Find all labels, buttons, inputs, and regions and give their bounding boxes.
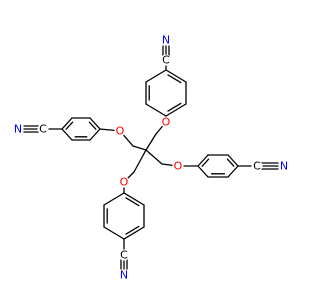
bond-r4-r5: [227, 165, 239, 178]
bond-b1-b2: [123, 192, 145, 206]
nitrile-carbon-bottom: C: [120, 249, 128, 262]
nitrile-carbon-left: C: [39, 123, 47, 136]
nitrile-carbon-right-mask: [251, 160, 263, 172]
bond-layer: [23, 45, 279, 270]
bond-r1-r2-inner: [201, 158, 210, 167]
nitrile-carbon-left-mask: [37, 123, 49, 135]
bond-b6-b1: [103, 192, 125, 206]
ether-oxygen-top: O: [162, 116, 171, 129]
bond-l3-l4-inner: [65, 121, 74, 130]
bond-r1-r2: [197, 154, 209, 167]
bond-b3-b4-inner: [125, 225, 140, 235]
bond-l6-l1: [89, 128, 101, 141]
bond-b1-b2-inner: [125, 197, 140, 207]
bond-t1-t2-inner: [167, 74, 182, 84]
nitrile-carbon-bottom-mask: [118, 249, 130, 261]
bond-b3-b4: [123, 226, 145, 240]
bond-t1-t2: [165, 69, 187, 83]
bond-l3-l4: [61, 117, 73, 130]
nitrile-nitrogen-top: N: [162, 34, 170, 47]
bond-l1-l2-inner: [88, 121, 97, 130]
nitrile-nitrogen-left: N: [14, 123, 22, 136]
bond-ch2_right-o_right: [161, 163, 173, 166]
atom-label-layer: N O N O O N O N C C C C: [14, 34, 288, 282]
nitrile-carbon-top-mask: [160, 54, 172, 66]
ether-oxygen-right: O: [174, 160, 183, 173]
bond-r3-r4: [227, 154, 239, 167]
ether-oxygen-left: O: [116, 125, 125, 138]
bond-cq-ch2_right: [145, 149, 163, 165]
bond-cq-ch2_left: [132, 145, 147, 151]
bond-t6-t1: [145, 69, 167, 83]
bond-o_left-l1: [99, 128, 115, 132]
ether-oxygen-bottom: O: [120, 176, 129, 189]
bond-t4-t5: [145, 103, 167, 117]
bond-ch2_left-o_left: [123, 134, 134, 147]
bond-ch2_top-cq: [145, 133, 157, 151]
bond-l4-l5: [61, 128, 73, 141]
nitrile-carbon-top: C: [162, 54, 170, 67]
nitrile-nitrogen-bottom: N: [120, 269, 128, 282]
bond-r3-r4-inner: [226, 158, 235, 167]
structure-canvas: N O N O O N O N C C C C: [14, 34, 288, 282]
bond-ch2_bottom-o_bottom: [127, 171, 135, 179]
nitrile-carbon-right: C: [253, 160, 261, 173]
bond-r6-r1: [197, 165, 209, 178]
bond-o_top-ch2_top: [155, 125, 163, 135]
bond-cq-ch2_bottom: [133, 149, 147, 173]
bond-l1-l2: [89, 117, 101, 130]
nitrile-nitrogen-right: N: [280, 160, 288, 173]
bond-t3-t4-inner: [167, 102, 182, 112]
bond-t3-t4: [165, 103, 187, 117]
bond-b4-b5: [103, 226, 125, 240]
molecule-diagram: N O N O O N O N C C C C: [14, 34, 288, 282]
